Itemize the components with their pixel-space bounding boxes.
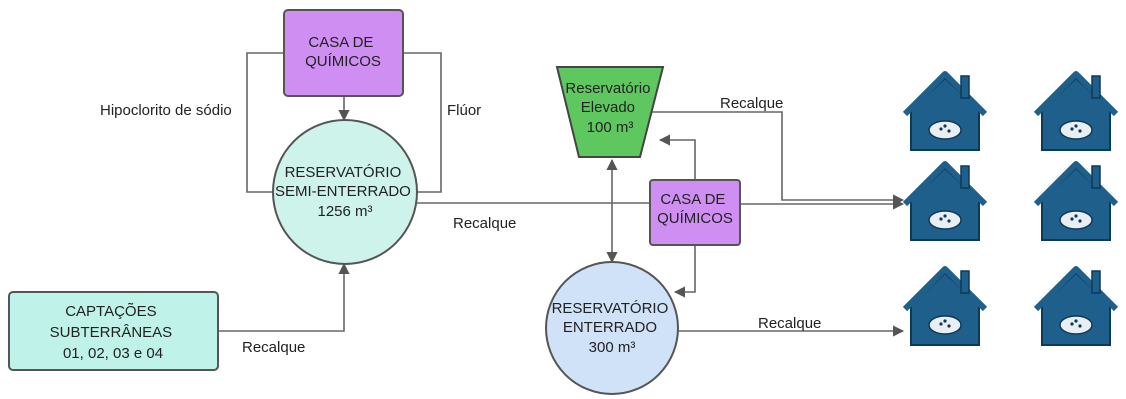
edge-captacoes-to-semi [218, 262, 350, 332]
reservatorio-semi-node: RESERVATÓRIO SEMI-ENTERRADO 1256 m³ [272, 119, 418, 265]
house-icon [905, 269, 985, 345]
reservatorio-elevado-node: Reservatório Elevado 100 m³ [555, 66, 665, 158]
reservatorio-enterrado-text: RESERVATÓRIO ENTERRADO 300 m³ [552, 300, 673, 356]
house-icon [905, 74, 985, 150]
house-icon [1036, 164, 1116, 240]
reservatorio-semi-text: RESERVATÓRIO SEMI-ENTERRADO 1256 m³ [275, 164, 415, 220]
captacoes-text: CAPTAÇÕES SUBTERRÂNEAS 01, 02, 03 e 04 [50, 303, 177, 362]
casa-quimicos-top-node: CASA DE QUÍMICOS [283, 9, 404, 97]
edge-fluor [403, 52, 442, 198]
house-icon [1036, 269, 1116, 345]
label-hipoclorito: Hipoclorito de sódio [100, 102, 232, 119]
edge-casa-to-enterrado [673, 245, 696, 298]
edge-elevado-to-houses [640, 111, 905, 206]
house-icon [905, 164, 985, 240]
edge-hipoclorito [246, 52, 285, 198]
label-recalque-elevado: Recalque [720, 95, 783, 112]
label-recalque-semi: Recalque [453, 215, 516, 232]
casa-quimicos-mid-text: CASA DE QUÍMICOS [657, 191, 733, 227]
label-fluor: Flúor [447, 102, 481, 119]
captacoes-node: CAPTAÇÕES SUBTERRÂNEAS 01, 02, 03 e 04 [8, 291, 219, 371]
reservatorio-elevado-text: Reservatório Elevado 100 m³ [565, 80, 654, 136]
houses-group [905, 74, 1116, 345]
label-recalque-captacoes: Recalque [242, 339, 305, 356]
house-icon [1036, 74, 1116, 150]
reservatorio-enterrado-node: RESERVATÓRIO ENTERRADO 300 m³ [545, 261, 679, 395]
casa-quimicos-top-text: CASA DE QUÍMICOS [305, 34, 381, 70]
label-recalque-enterrado: Recalque [758, 315, 821, 332]
edge-casa-to-elevado [658, 134, 696, 180]
casa-quimicos-mid-node: CASA DE QUÍMICOS [649, 179, 741, 246]
